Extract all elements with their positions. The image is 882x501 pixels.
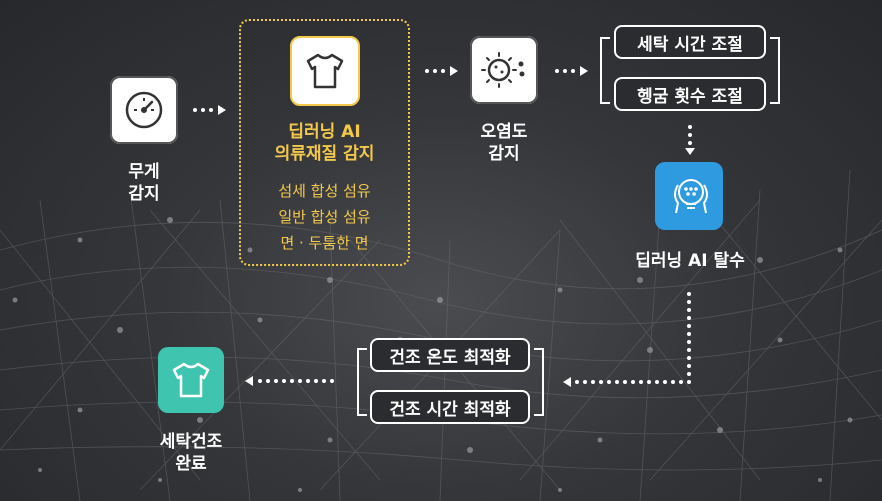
arrow-weight-to-ai <box>193 105 226 115</box>
ai-spin-box <box>655 162 723 230</box>
complete-box <box>158 347 224 413</box>
complete-label: 세탁건조 완료 <box>140 431 242 475</box>
arrow-ai-to-contamination <box>425 66 458 76</box>
weight-box <box>110 76 178 144</box>
dry-bracket-left <box>357 348 367 416</box>
ai-fabric-title-line2: 의류재질 감지 <box>274 144 375 164</box>
ai-spin-label: 딥러닝 AI 탈수 <box>635 251 745 271</box>
gauge-icon <box>125 91 163 129</box>
fabric-type-item: 일반 합성 섬유 <box>278 208 371 226</box>
rinse-count-pill: 헹굼 횟수 조절 <box>614 77 766 111</box>
arrow-dry-to-complete <box>245 376 334 386</box>
fabric-box <box>290 36 360 106</box>
bracket-right <box>770 37 780 104</box>
bracket-left <box>600 37 610 104</box>
contamination-label-line2: 감지 <box>488 144 520 164</box>
ai-fabric-title-line1: 딥러닝 AI <box>288 122 361 142</box>
weight-label-line2: 감지 <box>128 184 160 204</box>
arrow-contamination-to-wash <box>555 66 588 76</box>
ai-fabric-panel <box>239 19 410 266</box>
contamination-box <box>470 36 538 104</box>
arrow-wash-to-spin <box>685 125 695 155</box>
fabric-type-list: 섬세 합성 섬유 일반 합성 섬유 면 · 두툼한 면 <box>239 178 410 256</box>
weight-label-line1: 무게 <box>128 162 160 182</box>
contamination-label: 오염도 감지 <box>456 121 552 165</box>
complete-label-line1: 세탁건조 <box>159 432 223 452</box>
ai-brain-icon <box>674 179 708 214</box>
tshirt-icon <box>172 362 210 398</box>
dry-temp-pill: 건조 온도 최적화 <box>370 338 530 372</box>
wash-time-pill: 세탁 시간 조절 <box>614 25 766 59</box>
contamination-label-line1: 오염도 <box>480 122 528 142</box>
fabric-type-item: 면 · 두툼한 면 <box>280 234 369 252</box>
bacteria-icon <box>481 52 525 88</box>
weight-label: 무게 감지 <box>110 161 178 205</box>
tshirt-icon <box>306 53 344 89</box>
dry-time-pill: 건조 시간 최적화 <box>370 390 530 424</box>
fabric-type-item: 섬세 합성 섬유 <box>278 182 371 200</box>
complete-label-line2: 완료 <box>175 454 207 474</box>
arrow-spin-to-dry <box>563 292 691 387</box>
dry-bracket-right <box>534 348 544 416</box>
ai-fabric-title: 딥러닝 AI 의류재질 감지 <box>239 121 410 165</box>
